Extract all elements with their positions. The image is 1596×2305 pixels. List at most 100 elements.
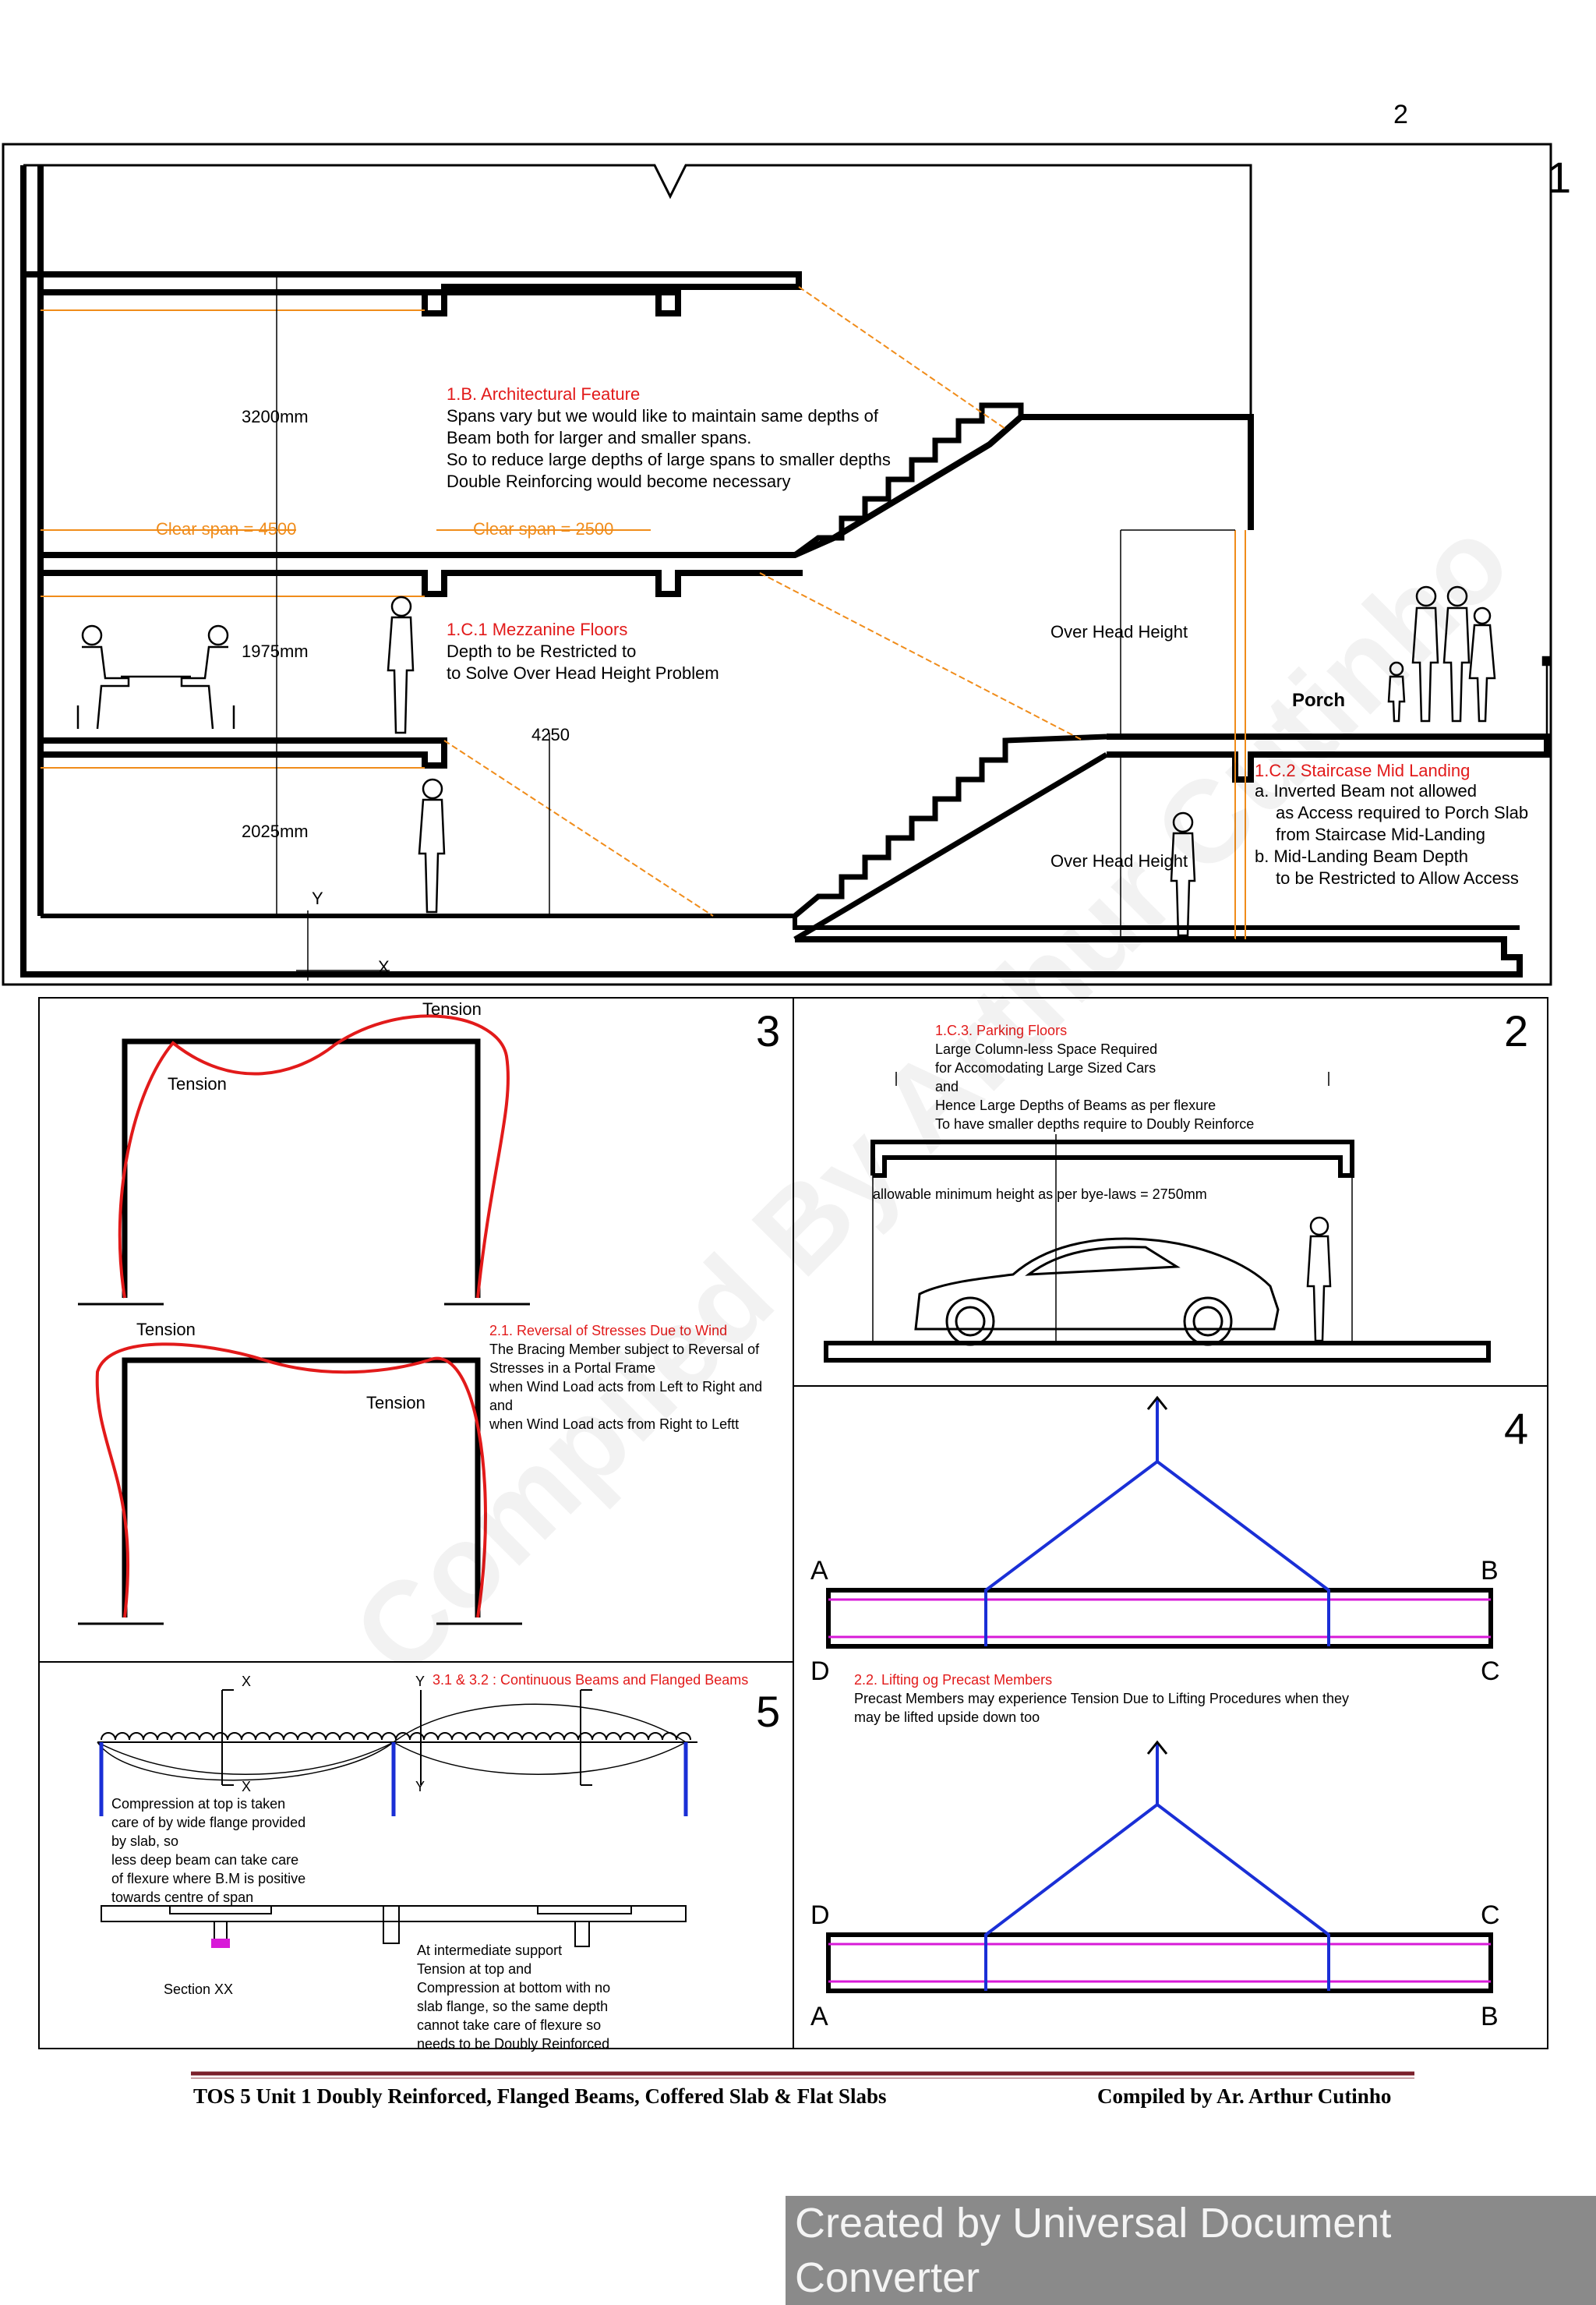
wind-line: when Wind Load acts from Right to Leftt [489, 1416, 740, 1432]
mezz-lines: Depth to be Restricted to to Solve Over … [447, 641, 719, 684]
dim-1975: 1975mm [242, 642, 309, 661]
staircase-upper [793, 402, 1024, 557]
label-c1: C [1481, 1656, 1500, 1686]
tension-top: Tension [422, 999, 482, 1019]
x-bottom-label: X [242, 1779, 252, 1794]
parking-line: Hence Large Depths of Beams as per flexu… [935, 1098, 1216, 1113]
parking-line: and [935, 1079, 959, 1094]
axis-x-label: X [378, 957, 390, 977]
min-height-label: allowable minimum height as per bye-laws… [873, 1186, 1207, 1202]
stair-line: as Access required to Porch Slab [1276, 803, 1529, 822]
staircase-lower [793, 734, 1107, 918]
stair-line: from Staircase Mid-Landing [1276, 825, 1486, 844]
label-a1: A [810, 1556, 828, 1586]
wind-line: when Wind Load acts from Left to Right a… [489, 1379, 763, 1395]
family-figures [1387, 585, 1496, 723]
scallop-arc [101, 1732, 691, 1741]
porch-label: Porch [1292, 690, 1346, 711]
portal-frame-top [78, 1014, 530, 1306]
panel1-frame [2, 143, 1552, 986]
axis-y-label: Y [312, 889, 323, 908]
mezz-line: to Solve Over Head Height Problem [447, 663, 719, 683]
dim-4250: 4250 [531, 725, 570, 744]
compression-line: by slab, so [111, 1833, 179, 1849]
compression-line: of flexure where B.M is positive [111, 1871, 306, 1886]
support-line: cannot take care of flexure so [417, 2017, 602, 2033]
mezz-title: 1.C.1 Mezzanine Floors [447, 620, 628, 639]
support-line: needs to be Doubly Reinforced [417, 2036, 610, 2052]
dimension-lines [276, 274, 1235, 981]
y-top-label: Y [415, 1674, 425, 1689]
stair-line: b. Mid-Landing Beam Depth [1255, 847, 1468, 866]
panel5-number: 5 [756, 1687, 781, 1736]
compression-line: care of by wide flange provided [111, 1815, 306, 1830]
arch-line: So to reduce large depths of large spans… [447, 450, 891, 469]
panel4-number: 4 [1504, 1404, 1529, 1453]
stair-title: 1.C.2 Staircase Mid Landing [1255, 761, 1471, 780]
dim-3200: 3200mm [242, 407, 309, 426]
label-a2: A [810, 2002, 828, 2031]
label-d2: D [810, 1900, 830, 1930]
label-b2: B [1481, 2002, 1499, 2031]
stair-line: a. Inverted Beam not allowed [1255, 781, 1477, 801]
person-standing-3 [1170, 811, 1196, 937]
wind-title: 2.1. Reversal of Stresses Due to Wind [489, 1323, 728, 1338]
panel2-number: 2 [1504, 1006, 1529, 1055]
parking-title: 1.C.3. Parking Floors [935, 1023, 1068, 1038]
wind-line: The Bracing Member subject to Reversal o… [489, 1342, 760, 1357]
page-number: 2 [1393, 100, 1408, 129]
drawing-canvas [2, 143, 1552, 2079]
support-lines: At intermediate support Tension at top a… [417, 1941, 610, 2053]
clear-span-1: Clear span = 4500 [156, 519, 297, 539]
car-icon [914, 1237, 1280, 1346]
arch-lines: Spans vary but we would like to maintain… [447, 405, 891, 493]
parking-line: To have smaller depths require to Doubly… [935, 1116, 1255, 1132]
stair-lines: a. Inverted Beam not allowed as Access r… [1255, 780, 1528, 889]
overhead-height-2: Over Head Height [1050, 851, 1188, 871]
clear-span-2: Clear span = 2500 [473, 519, 614, 539]
arch-line: Double Reinforcing would become necessar… [447, 472, 791, 491]
lifting-diagram-2 [826, 1740, 1493, 1993]
lifting-line: may be lifted upside down too [854, 1709, 1040, 1725]
parking-line: for Accomodating Large Sized Cars [935, 1060, 1156, 1076]
y-bottom-label: Y [415, 1779, 425, 1794]
lifting-title: 2.2. Lifting og Precast Members [854, 1672, 1053, 1688]
panel1-number: 1 [1547, 153, 1572, 202]
support-line: slab flange, so the same depth [417, 1999, 609, 2014]
footer-right: Compiled by Ar. Arthur Cutinho [1097, 2084, 1392, 2108]
person-standing-2 [418, 778, 446, 914]
tension-mid: Tension [136, 1320, 196, 1339]
support-line: At intermediate support [417, 1943, 563, 1958]
arch-title: 1.B. Architectural Feature [447, 384, 641, 404]
continuous-beam [97, 1689, 697, 1948]
mezz-line: Depth to be Restricted to [447, 642, 637, 661]
parking-line: Large Column-less Space Required [935, 1041, 1158, 1057]
overhead-height-1: Over Head Height [1050, 622, 1188, 642]
label-d1: D [810, 1656, 830, 1686]
section-xx-label: Section XX [164, 1982, 234, 1997]
stair-line: to be Restricted to Allow Access [1276, 868, 1519, 888]
orange-hidden-lines [41, 286, 1246, 939]
bottom-panels-frame [38, 997, 1548, 2049]
person-standing-1 [387, 596, 415, 734]
compression-lines: Compression at top is taken care of by w… [111, 1794, 305, 1907]
compression-line: less deep beam can take care [111, 1852, 299, 1868]
dim-2025: 2025mm [242, 822, 309, 841]
lifting-diagram-1 [826, 1395, 1493, 1649]
compression-line: Compression at top is taken [111, 1796, 286, 1812]
support-line: Compression at bottom with no [417, 1980, 611, 1996]
support-line: Tension at top and [417, 1961, 532, 1977]
arch-line: Spans vary but we would like to maintain… [447, 406, 878, 426]
compression-line: towards centre of span [111, 1890, 254, 1905]
parking-section [824, 1072, 1491, 1363]
lifting-line: Precast Members may experience Tension D… [854, 1691, 1349, 1706]
panel3-number: 3 [756, 1006, 781, 1055]
converter-banner: Created by Universal Document Converter [786, 2196, 1596, 2305]
wind-line: Stresses in a Portal Frame [489, 1360, 656, 1376]
people-seated [76, 624, 235, 730]
footer-left: TOS 5 Unit 1 Doubly Reinforced, Flanged … [193, 2084, 887, 2108]
portal-frame-bottom [78, 1342, 522, 1625]
continuous-title: 3.1 & 3.2 : Continuous Beams and Flanged… [433, 1672, 749, 1688]
label-b1: B [1481, 1556, 1499, 1586]
wind-line: and [489, 1398, 514, 1413]
